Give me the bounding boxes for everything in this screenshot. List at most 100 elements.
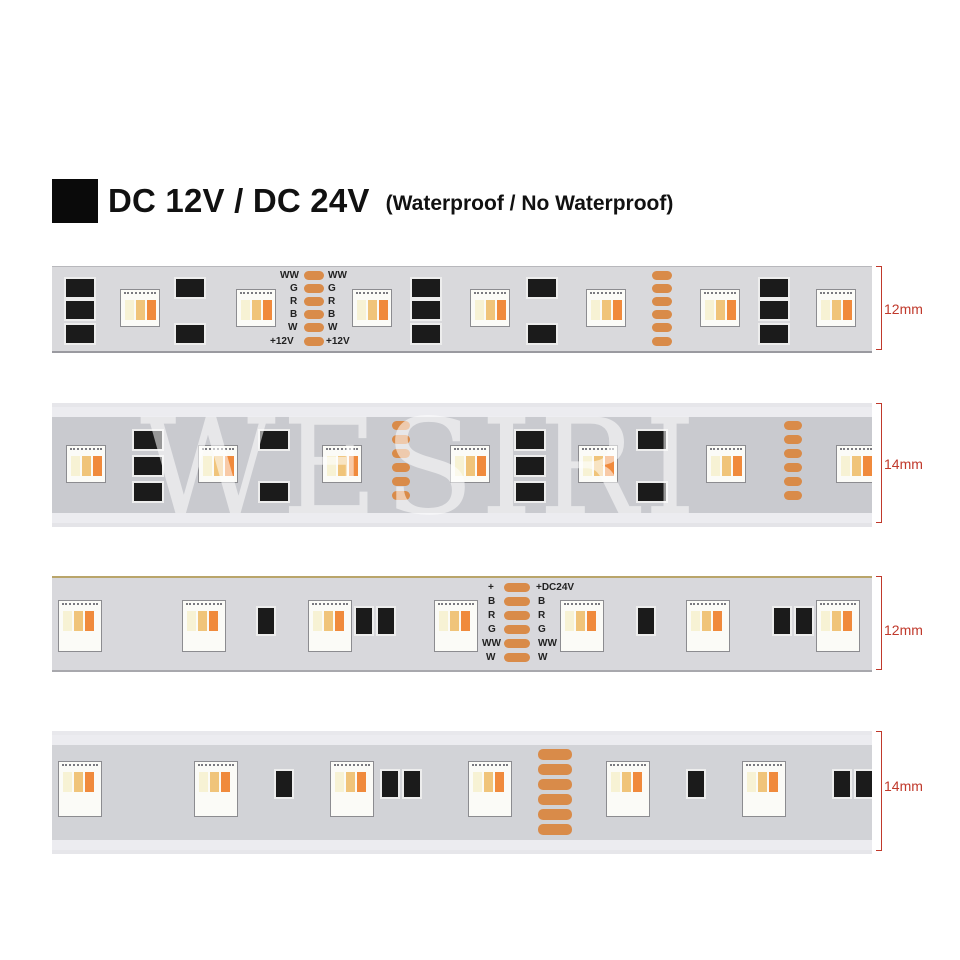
solder-pad — [538, 749, 572, 760]
solder-pad — [304, 271, 324, 280]
pin-label: WW — [328, 270, 347, 281]
resistor — [64, 299, 96, 321]
brand-watermark: WESIRI — [140, 391, 703, 545]
resistor — [410, 277, 442, 299]
pin-label: WW — [482, 638, 501, 649]
resistor — [174, 323, 206, 345]
solder-pad — [538, 809, 572, 820]
strip-width-label: 12mm — [884, 622, 923, 638]
rgbw-led-chip — [198, 445, 238, 483]
rgbw-led-chip — [836, 445, 872, 483]
resistor — [354, 606, 374, 636]
pin-label: R — [488, 610, 496, 621]
solder-pad — [784, 491, 802, 500]
solder-pad — [784, 477, 802, 486]
resistor — [514, 455, 546, 477]
resistor — [514, 429, 546, 451]
product-header: DC 12V / DC 24V (Waterproof / No Waterpr… — [52, 178, 673, 224]
rgbw-led-chip — [468, 761, 512, 817]
solder-pad — [504, 597, 530, 606]
rgbw-led-chip — [606, 761, 650, 817]
solder-pad — [304, 337, 324, 346]
rgbw-led-chip — [120, 289, 160, 327]
pin-label: R — [290, 296, 298, 307]
pin-label: W — [328, 322, 338, 333]
resistor — [854, 769, 872, 799]
resistor — [258, 429, 290, 451]
rgbw-led-chip — [322, 445, 362, 483]
led-strip-12v-12mm: WW G R B W +12V WW G R B W +12V — [52, 266, 872, 353]
rgbw-led-chip — [706, 445, 746, 483]
resistor — [64, 323, 96, 345]
resistor — [410, 299, 442, 321]
pin-label: WW — [280, 270, 299, 281]
resistor — [758, 299, 790, 321]
rgbw-led-chip — [182, 600, 226, 652]
resistor — [410, 323, 442, 345]
silicone-channel-edge — [52, 407, 872, 417]
resistor — [132, 455, 164, 477]
resistor — [132, 429, 164, 451]
pin-label: G — [290, 283, 298, 294]
dimension-bracket — [876, 576, 882, 670]
black-square-marker — [52, 179, 98, 223]
led-strip-24v-12mm: + B R G WW W +DC24V B R G WW W — [52, 576, 872, 672]
pin-label: +DC24V — [536, 582, 575, 593]
pin-label: +12V — [326, 336, 350, 347]
resistor — [758, 277, 790, 299]
waterproof-subtitle: (Waterproof / No Waterproof) — [385, 192, 674, 215]
silicone-channel-edge — [52, 513, 872, 523]
rgbw-led-chip — [742, 761, 786, 817]
solder-pad — [652, 284, 672, 293]
pin-label: R — [328, 296, 336, 307]
solder-pad — [538, 764, 572, 775]
pin-label: W — [486, 652, 496, 663]
solder-pad — [304, 310, 324, 319]
pin-label: +12V — [270, 336, 294, 347]
dimension-bracket — [876, 403, 882, 523]
rgbw-led-chip — [816, 289, 856, 327]
resistor — [758, 323, 790, 345]
rgbw-led-chip — [308, 600, 352, 652]
pin-label: G — [328, 283, 336, 294]
solder-pad — [538, 794, 572, 805]
solder-pad — [538, 779, 572, 790]
resistor — [772, 606, 792, 636]
pin-label: W — [538, 652, 548, 663]
rgbw-led-chip — [66, 445, 106, 483]
solder-pad — [304, 323, 324, 332]
silicone-channel-edge — [52, 735, 872, 745]
resistor — [274, 769, 294, 799]
solder-pad — [392, 491, 410, 500]
rgbw-led-chip — [330, 761, 374, 817]
resistor — [258, 481, 290, 503]
strip-width-label: 14mm — [884, 778, 923, 794]
solder-pad — [504, 611, 530, 620]
silicone-channel-edge — [52, 840, 872, 850]
rgbw-led-chip — [560, 600, 604, 652]
solder-pad — [504, 639, 530, 648]
rgbw-led-chip — [586, 289, 626, 327]
solder-pad — [652, 323, 672, 332]
voltage-title: DC 12V / DC 24V — [108, 182, 370, 219]
solder-pad — [392, 477, 410, 486]
dimension-bracket — [876, 731, 882, 851]
resistor — [526, 277, 558, 299]
solder-pad — [392, 421, 410, 430]
pin-label: + — [488, 582, 494, 593]
pin-label: B — [488, 596, 496, 607]
solder-pad — [538, 824, 572, 835]
pin-label: W — [288, 322, 298, 333]
rgbw-led-chip — [686, 600, 730, 652]
solder-pad — [652, 297, 672, 306]
resistor — [636, 481, 668, 503]
resistor — [132, 481, 164, 503]
resistor — [526, 323, 558, 345]
led-strip-24v-14mm-waterproof — [52, 731, 872, 854]
pin-label: WW — [538, 638, 557, 649]
rgbw-led-chip — [450, 445, 490, 483]
resistor — [514, 481, 546, 503]
resistor — [256, 606, 276, 636]
resistor — [376, 606, 396, 636]
resistor — [636, 429, 668, 451]
